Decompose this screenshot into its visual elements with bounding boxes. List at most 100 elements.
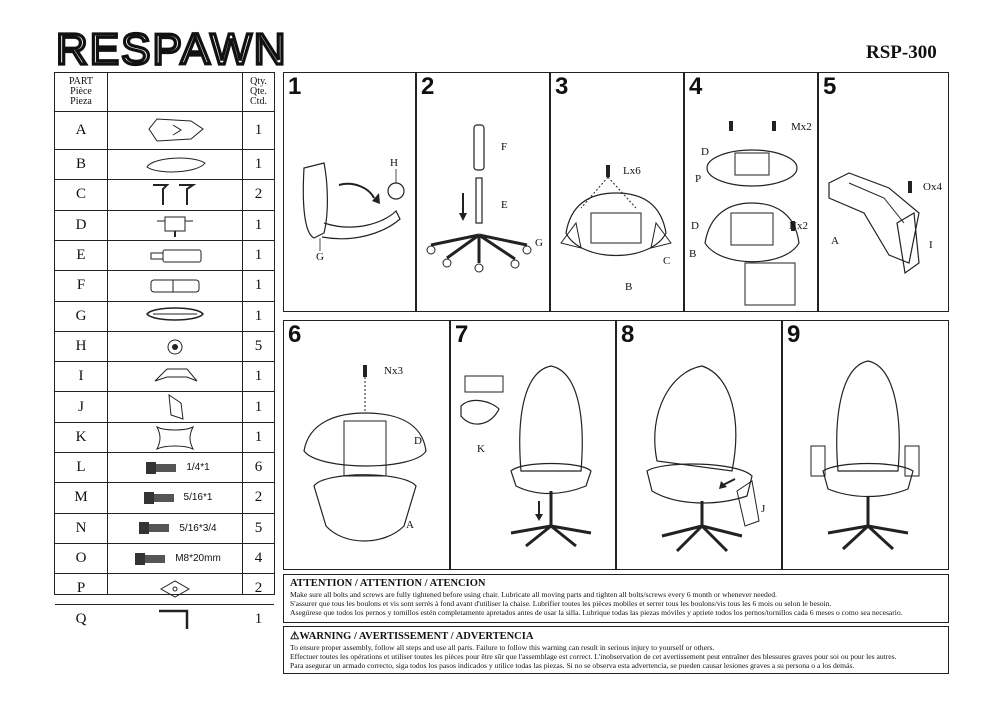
step-2-illustration bbox=[426, 124, 532, 273]
step-number: 3 bbox=[555, 73, 569, 100]
part-label: H bbox=[390, 157, 398, 169]
step-4-panel: 4 Mx2 D P D Nx2 B bbox=[684, 72, 818, 312]
model-number: RSP-300 bbox=[866, 42, 937, 63]
part-row: N 5/16*3/4 5 bbox=[55, 512, 274, 543]
part-letter: O bbox=[75, 550, 87, 567]
step-4-illustration bbox=[704, 121, 800, 306]
step-7-panel: 7 K bbox=[450, 320, 616, 570]
part-qty: 1 bbox=[254, 428, 263, 445]
bolt-callout: Nx2 bbox=[789, 220, 808, 232]
step-number: 5 bbox=[823, 73, 837, 100]
step-3-illustration bbox=[560, 165, 672, 257]
part-spec: M8*20mm bbox=[175, 553, 221, 565]
part-label: B bbox=[625, 281, 633, 293]
part-letter: N bbox=[75, 519, 87, 536]
bolt-callout: Lx6 bbox=[623, 165, 641, 177]
part-letter: Q bbox=[75, 610, 87, 627]
part-label: B bbox=[689, 248, 697, 260]
part-letter: G bbox=[75, 307, 87, 324]
step-5-illustration bbox=[828, 172, 920, 275]
mechanism-icon bbox=[108, 211, 242, 240]
bolt-callout: Ox4 bbox=[923, 181, 942, 193]
part-label: K bbox=[477, 443, 485, 455]
lift-cover-icon bbox=[108, 271, 242, 300]
part-qty: 1 bbox=[254, 610, 263, 627]
part-letter: B bbox=[75, 156, 86, 173]
bolt-icon: 1/4*1 bbox=[108, 453, 242, 482]
base-icon bbox=[108, 302, 242, 331]
part-letter: K bbox=[75, 428, 87, 445]
part-qty: 1 bbox=[254, 307, 263, 324]
part-label: D bbox=[701, 146, 709, 158]
step-8-illustration bbox=[646, 365, 760, 553]
rear-cover-icon bbox=[108, 392, 242, 421]
bolt-icon: M8*20mm bbox=[108, 544, 242, 573]
part-qty: 1 bbox=[254, 216, 263, 233]
part-label: G bbox=[316, 251, 324, 263]
warning-icon: ⚠ bbox=[290, 631, 300, 642]
back-cover-icon bbox=[108, 362, 242, 391]
part-label: A bbox=[831, 235, 839, 247]
part-label: C bbox=[663, 255, 671, 267]
attention-line-fr: S'assurer que tous les boulons et vis so… bbox=[290, 599, 832, 608]
attention-notice: ATTENTION / ATTENTION / ATENCION Make su… bbox=[283, 574, 949, 623]
step-number: 6 bbox=[288, 321, 302, 348]
allen-key-icon bbox=[108, 605, 242, 634]
qty-column-header: Qty.Qte.Ctd. bbox=[250, 76, 267, 107]
part-qty: 1 bbox=[254, 156, 263, 173]
part-label: F bbox=[501, 141, 508, 153]
part-row: O M8*20mm 4 bbox=[55, 542, 274, 573]
armrest-icon bbox=[108, 180, 242, 209]
gas-lift-icon bbox=[108, 241, 242, 270]
svg-text:RESPAWN: RESPAWN bbox=[56, 26, 288, 70]
warning-line-es: Para asegurar un armado correcto, siga t… bbox=[290, 661, 855, 670]
bolt-callout: Nx3 bbox=[384, 365, 403, 377]
step-9-panel: 9 bbox=[782, 320, 949, 570]
brand-logo: RESPAWN bbox=[56, 26, 288, 70]
part-letter: I bbox=[78, 368, 84, 385]
part-label: D bbox=[414, 435, 422, 447]
part-letter: C bbox=[75, 186, 86, 203]
part-letter: E bbox=[76, 247, 86, 264]
attention-line-es: Asegúrese que todos los pernos y tornill… bbox=[290, 608, 903, 617]
part-letter: M bbox=[74, 489, 88, 506]
warning-notice: ⚠WARNING / AVERTISSEMENT / ADVERTENCIA T… bbox=[283, 626, 949, 674]
part-qty: 5 bbox=[254, 519, 263, 536]
part-label: E bbox=[501, 199, 508, 211]
step-7-illustration bbox=[460, 365, 592, 548]
bolt-icon: 5/16*3/4 bbox=[108, 514, 242, 543]
part-letter: F bbox=[76, 277, 86, 294]
part-qty: 6 bbox=[254, 459, 263, 476]
step-number: 8 bbox=[621, 321, 635, 348]
part-letter: J bbox=[78, 398, 84, 415]
step-9-illustration bbox=[810, 360, 920, 551]
step-1-illustration bbox=[302, 162, 405, 251]
part-qty: 2 bbox=[254, 489, 263, 506]
part-label: D bbox=[691, 220, 699, 232]
part-qty: 2 bbox=[254, 580, 263, 597]
step-number: 7 bbox=[455, 321, 469, 348]
part-qty: 1 bbox=[254, 247, 263, 264]
part-qty: 4 bbox=[254, 550, 263, 567]
step-number: 4 bbox=[689, 73, 703, 100]
step-6-illustration bbox=[303, 365, 427, 542]
step-number: 9 bbox=[787, 321, 801, 348]
warning-line-fr: Effectuer toutes les opérations et utili… bbox=[290, 652, 897, 661]
washer-icon bbox=[108, 574, 242, 603]
part-qty: 1 bbox=[254, 368, 263, 385]
part-label: P bbox=[695, 173, 702, 185]
step-2-panel: 2 F E G bbox=[416, 72, 550, 312]
